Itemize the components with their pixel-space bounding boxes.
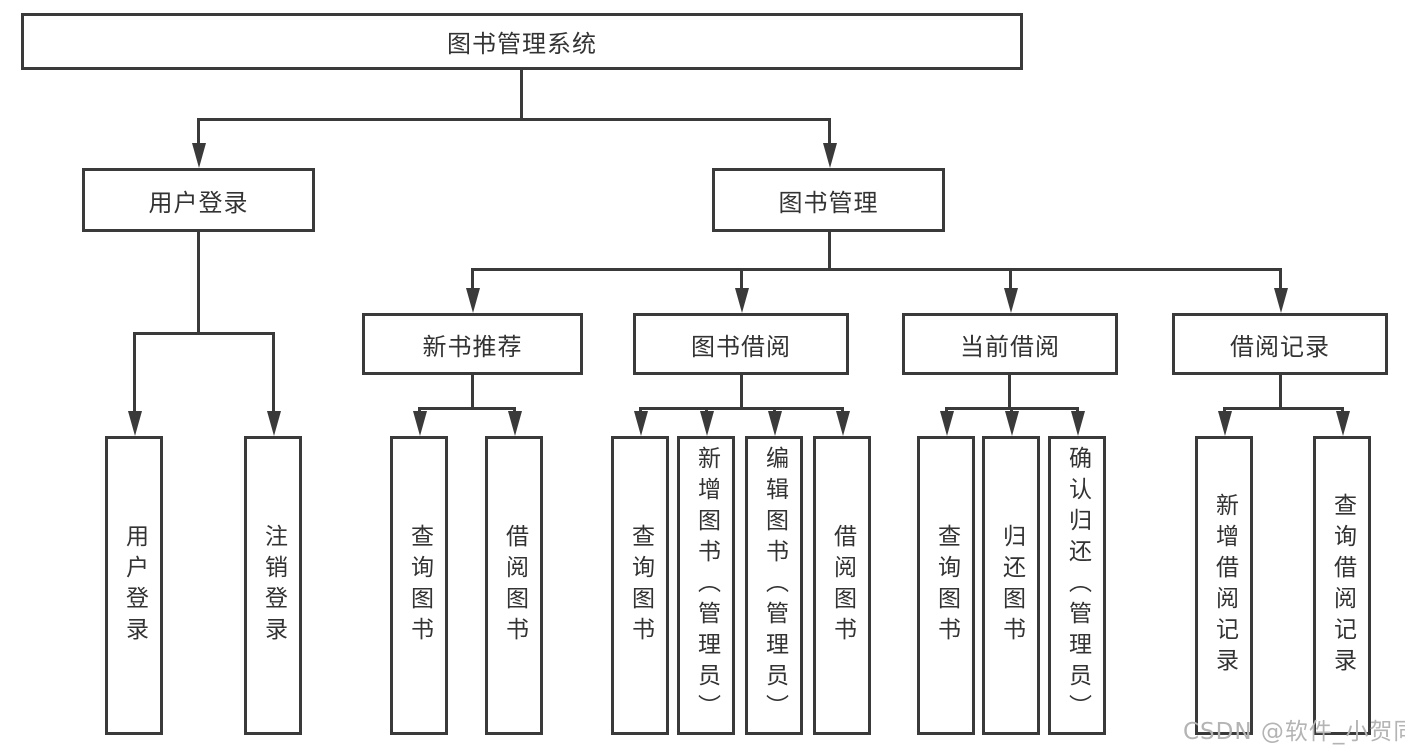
edge-user-login-stem [197, 232, 200, 335]
node-current-borrow-label: 当前借阅 [960, 332, 1060, 361]
leaf-label: 确认归还（管理员） [1064, 446, 1091, 725]
edge-arrow-leaf-12 [1341, 407, 1344, 411]
edge-new-book-rec-bar [418, 407, 516, 410]
leaf-add-borrow-record: 新增借阅记录 [1195, 436, 1253, 735]
edge-current-borrow-stem [1008, 375, 1011, 410]
edge-arrow-leaf-login [133, 332, 136, 411]
node-book-borrow-label: 图书借阅 [691, 332, 791, 361]
edge-root-stem [520, 70, 523, 121]
node-current-borrow: 当前借阅 [902, 313, 1118, 375]
leaf-return-books: 归还图书 [982, 436, 1040, 735]
edge-arrow-leaf-logout [272, 332, 275, 411]
edge-book-borrow-stem [740, 375, 743, 410]
leaf-confirm-return-admin: 确认归还（管理员） [1048, 436, 1106, 735]
edge-borrow-records-bar [1223, 407, 1344, 410]
edge-book-mgmt-bar [471, 268, 1282, 271]
node-book-mgmt: 图书管理 [712, 168, 945, 232]
leaf-label: 查询图书 [406, 523, 433, 648]
leaf-label: 新增借阅记录 [1211, 492, 1238, 679]
edge-arrow-leaf-8 [945, 407, 948, 411]
leaf-add-books-admin: 新增图书（管理员） [677, 436, 735, 735]
edge-book-mgmt-stem [828, 232, 831, 271]
node-root: 图书管理系统 [21, 13, 1023, 70]
edge-arrow-book-mgmt [828, 118, 831, 143]
leaf-borrow-books-1: 借阅图书 [485, 436, 543, 735]
leaf-label: 注销登录 [260, 523, 287, 648]
node-book-mgmt-label: 图书管理 [778, 188, 879, 217]
leaf-label: 查询借阅记录 [1329, 492, 1356, 679]
leaf-label: 查询图书 [933, 523, 960, 648]
leaf-label: 用户登录 [121, 523, 148, 648]
edge-arrow-current-borrow [1009, 268, 1012, 288]
leaf-edit-books-admin: 编辑图书（管理员） [745, 436, 803, 735]
leaf-label: 新增图书（管理员） [693, 446, 720, 725]
node-borrow-records-label: 借阅记录 [1230, 332, 1330, 361]
leaf-label: 查询图书 [627, 523, 654, 648]
edge-arrow-leaf-6 [773, 407, 776, 411]
edge-root-bar [197, 118, 831, 121]
leaf-label: 借阅图书 [829, 523, 856, 648]
leaf-borrow-books-2: 借阅图书 [813, 436, 871, 735]
node-book-borrow: 图书借阅 [633, 313, 849, 375]
leaf-label: 编辑图书（管理员） [761, 446, 788, 725]
leaf-user-login: 用户登录 [105, 436, 163, 735]
edge-user-login-bar [133, 332, 275, 335]
edge-arrow-leaf-10 [1076, 407, 1079, 411]
csdn-watermark: CSDN @软件_小贺同学 [1183, 719, 1405, 745]
edge-arrow-user-login [197, 118, 200, 143]
edge-arrow-new-book-rec [471, 268, 474, 288]
edge-arrow-leaf-11 [1223, 407, 1226, 411]
node-new-book-rec-label: 新书推荐 [422, 332, 523, 361]
node-user-login: 用户登录 [82, 168, 315, 232]
edge-arrow-borrow-records [1279, 268, 1282, 288]
leaf-query-borrow-record: 查询借阅记录 [1313, 436, 1371, 735]
leaf-query-books-3: 查询图书 [917, 436, 975, 735]
node-user-login-label: 用户登录 [148, 188, 249, 217]
node-root-label: 图书管理系统 [447, 30, 597, 58]
leaf-query-books-2: 查询图书 [611, 436, 669, 735]
edge-arrow-leaf-4 [639, 407, 642, 411]
leaf-label: 归还图书 [998, 523, 1025, 648]
edge-book-borrow-bar [639, 407, 844, 410]
edge-arrow-leaf-2 [418, 407, 421, 411]
node-borrow-records: 借阅记录 [1172, 313, 1388, 375]
leaf-label: 借阅图书 [501, 523, 528, 648]
edge-arrow-leaf-5 [705, 407, 708, 411]
leaf-logout: 注销登录 [244, 436, 302, 735]
edge-arrow-book-borrow [740, 268, 743, 288]
edge-arrow-leaf-9 [1010, 407, 1013, 411]
node-new-book-rec: 新书推荐 [362, 313, 583, 375]
leaf-query-books-1: 查询图书 [390, 436, 448, 735]
edge-arrow-leaf-7 [841, 407, 844, 411]
edge-borrow-records-stem [1279, 375, 1282, 410]
edge-new-book-rec-stem [471, 375, 474, 410]
edge-arrow-leaf-3 [513, 407, 516, 411]
